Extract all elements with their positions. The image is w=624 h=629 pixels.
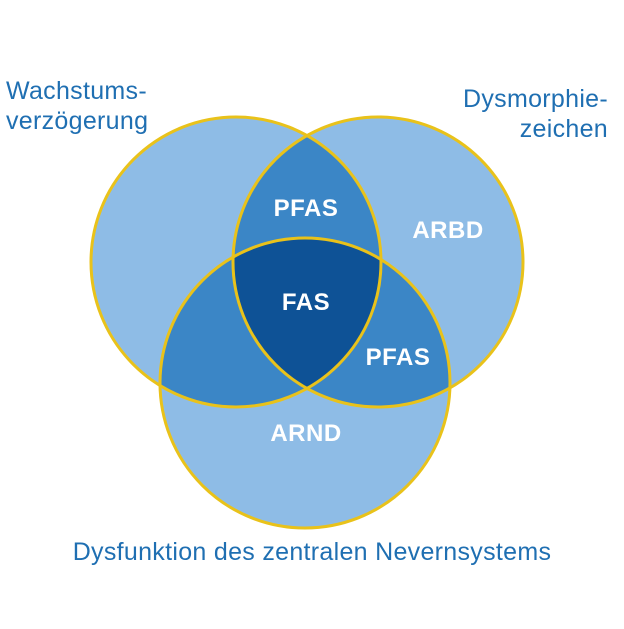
label-dysmorphie-line-1: Dysmorphie- [463, 85, 608, 113]
region-label-pfas-top: PFAS [274, 195, 339, 222]
label-wachstum-line-1: Wachstums- [6, 77, 147, 105]
region-label-arbd: ARBD [412, 217, 483, 244]
label-wachstum-line-2: verzögerung [6, 107, 149, 135]
label-wachstumsverzoegerung: Wachstums- verzögerung [6, 76, 148, 136]
region-label-fas: FAS [282, 289, 330, 316]
region-label-pfas-right: PFAS [366, 344, 431, 371]
label-zns-dysfunktion: Dysfunktion des zentralen Nevernsystems [72, 538, 552, 566]
region-label-arnd: ARND [270, 420, 341, 447]
outline-dysmorphie [231, 115, 525, 409]
label-dysmorphie-line-2: zeichen [519, 115, 608, 143]
label-dysmorphiezeichen: Dysmorphie- zeichen [463, 84, 608, 144]
outline-zns [158, 236, 452, 530]
outline-wachstum [89, 115, 383, 409]
